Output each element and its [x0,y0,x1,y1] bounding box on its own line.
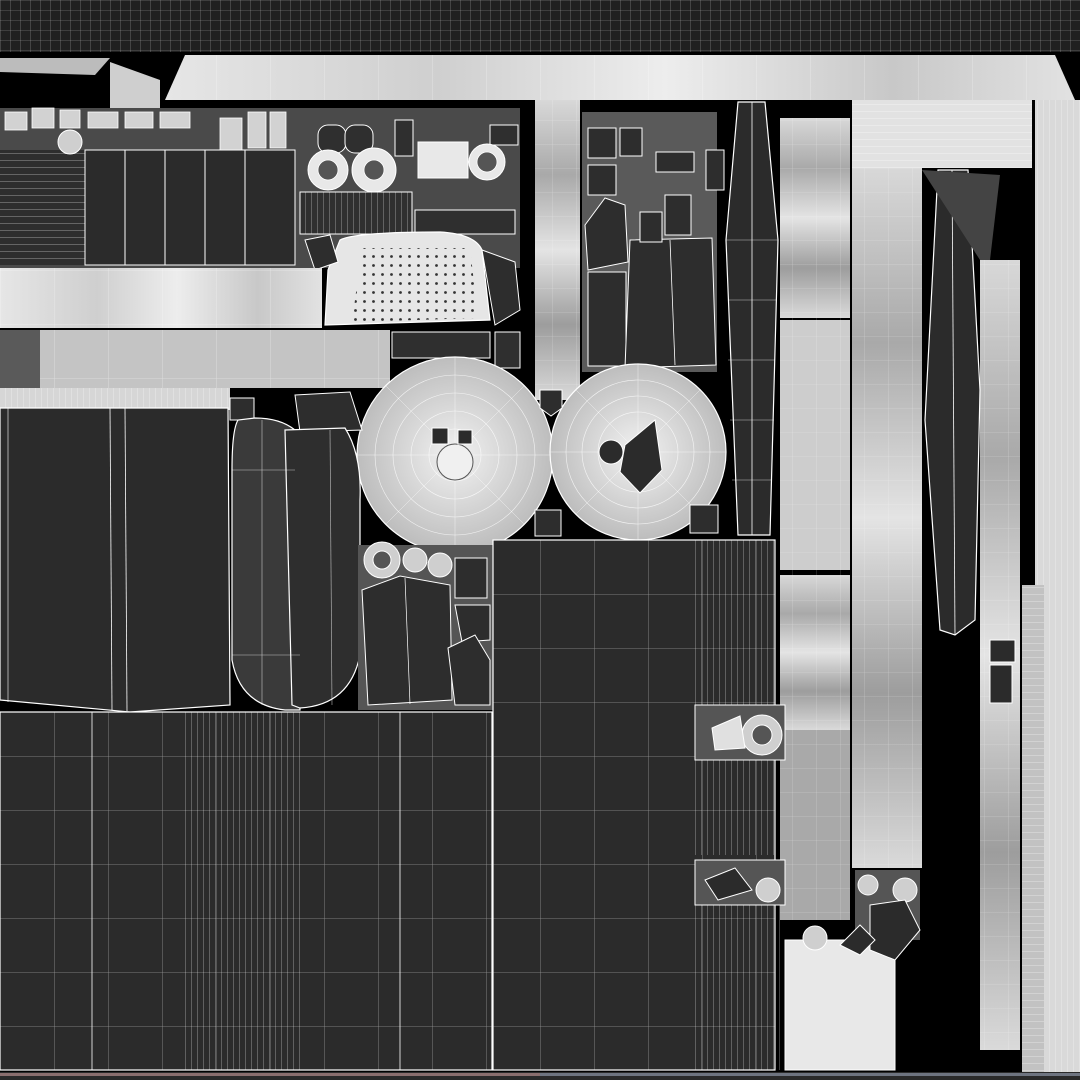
lower-middle-cluster [358,541,493,710]
cushion-panels [231,417,361,711]
dark-bar [391,331,491,359]
small-part [689,504,719,534]
small-part [534,509,562,537]
top-wood-strip [0,55,1075,110]
grille-panel [304,231,521,326]
dark-bar [494,331,521,369]
large-dark-panel-bottom [0,711,493,1071]
small-part [229,397,255,421]
large-dark-panel-left [0,407,231,713]
left-light-strips [0,268,390,410]
disc-right [549,363,727,541]
small-part [294,391,363,433]
bottom-strip [0,1072,1080,1080]
right-wood-columns [780,100,1080,1075]
bottom-right-parts [784,639,1016,1071]
spindle-left [725,101,779,536]
small-part [539,389,563,417]
top-grid-strip [0,0,1080,52]
upper-left-cluster [0,107,520,268]
large-dark-panel-center [492,539,786,1071]
spindle-right [922,169,1000,636]
disc-left [356,356,554,554]
vertical-light-column [535,100,580,400]
bottle-cluster [582,112,725,372]
